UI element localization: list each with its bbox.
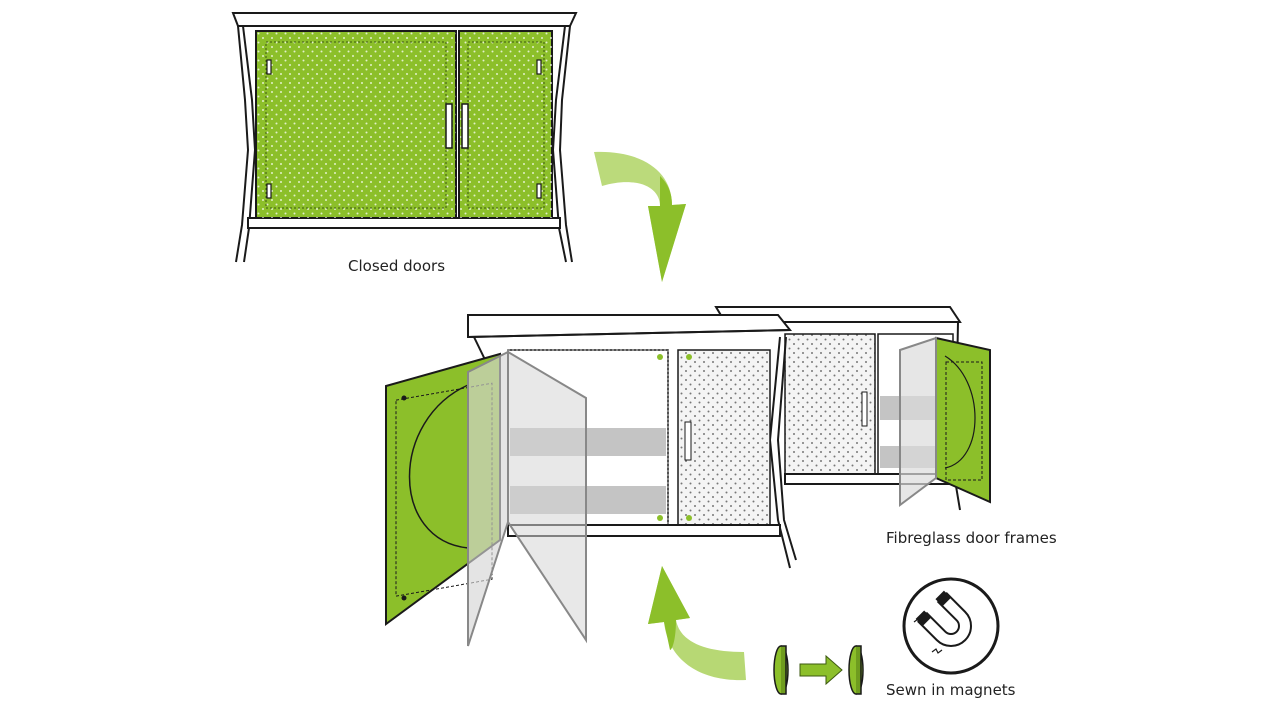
front-cabinet bbox=[385, 314, 797, 647]
horseshoe-magnet-icon bbox=[902, 577, 1000, 675]
rear-cabinet bbox=[714, 306, 991, 511]
curved-arrow-icon bbox=[648, 566, 746, 681]
door-frames-label: Fibreglass door frames bbox=[886, 529, 1057, 547]
curved-arrow-icon bbox=[594, 151, 686, 282]
magnet-discs bbox=[773, 645, 864, 695]
closed-cabinet bbox=[231, 12, 578, 263]
right-arrow-icon bbox=[799, 654, 843, 686]
magnets-label: Sewn in magnets bbox=[886, 681, 1016, 699]
closed-doors-label: Closed doors bbox=[348, 257, 446, 275]
